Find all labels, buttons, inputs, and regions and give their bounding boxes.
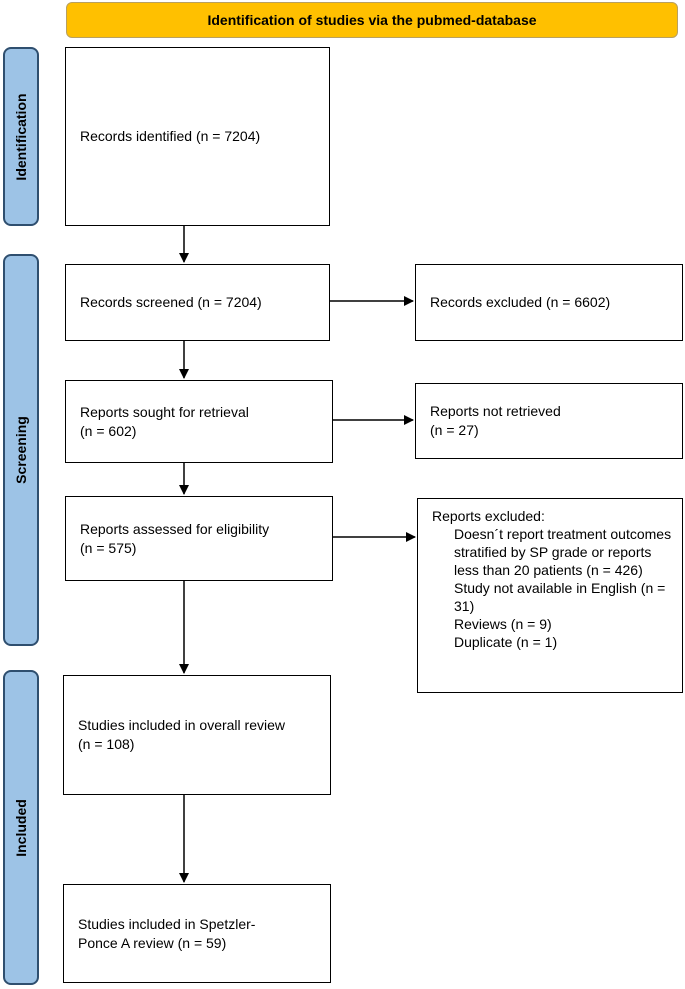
records-excluded-text: Records excluded (n = 6602) [430,294,611,310]
reports-assessed-box: Reports assessed for eligibility (n = 57… [65,496,333,581]
exclusion-item: Study not available in English (n = 31) [454,580,666,614]
studies-spetzler-text: Studies included in Spetzler- Ponce A re… [78,915,256,951]
records-identified-box: Records identified (n = 7204) [65,47,330,226]
records-excluded-box: Records excluded (n = 6602) [415,264,683,341]
reports-excluded-box: Reports excluded: Doesn´t report treatme… [417,498,683,693]
exclusion-item: Doesn´t report treatment outcomes strati… [454,526,672,578]
records-screened-box: Records screened (n = 7204) [65,264,330,341]
header-title: Identification of studies via the pubmed… [207,12,537,28]
reports-sought-text: Reports sought for retrieval (n = 602) [80,403,249,439]
records-screened-text: Records screened (n = 7204) [80,294,262,310]
header-banner: Identification of studies via the pubmed… [66,2,678,38]
studies-overall-box: Studies included in overall review (n = … [63,675,331,795]
reports-assessed-text: Reports assessed for eligibility (n = 57… [80,520,270,556]
reports-sought-box: Reports sought for retrieval (n = 602) [65,380,333,463]
studies-overall-text: Studies included in overall review (n = … [78,717,285,752]
records-identified-text: Records identified (n = 7204) [80,128,261,144]
exclusion-item: Reviews (n = 9) [454,616,552,632]
exclusion-item: Duplicate (n = 1) [454,634,558,650]
studies-spetzler-box: Studies included in Spetzler- Ponce A re… [63,884,331,983]
phase-screening: Screening [3,254,39,646]
reports-not-retrieved-box: Reports not retrieved (n = 27) [415,383,683,459]
reports-not-retrieved-text: Reports not retrieved (n = 27) [430,403,561,438]
exclusion-list: Doesn´t report treatment outcomes strati… [432,525,672,651]
reports-excluded-title: Reports excluded: [432,508,545,524]
phase-included: Included [3,670,39,985]
phase-identification: Identification [3,47,39,226]
